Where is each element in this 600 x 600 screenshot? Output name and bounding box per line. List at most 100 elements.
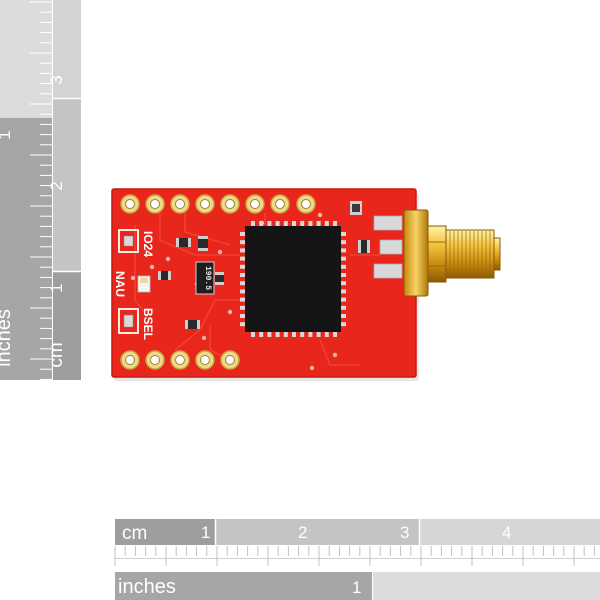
chip-pad: [240, 297, 246, 302]
header-pin-hole: [125, 199, 135, 209]
silk-box-bsel: [118, 308, 139, 334]
sma-threads: [449, 231, 491, 277]
left-ruler: 3 2 1 cm 1 inches: [0, 0, 81, 380]
chip-pad: [251, 221, 255, 227]
chip-pad: [324, 221, 329, 227]
chip-pad: [340, 281, 346, 286]
chip-pad: [333, 331, 337, 337]
chip-pad: [292, 221, 296, 227]
bottom-cm-strip-light: [420, 519, 600, 545]
bottom-inch-strip-dark: [115, 572, 372, 600]
silk-box-io24: [118, 229, 139, 253]
bottom-inch-strip-light: [373, 572, 600, 600]
header-pin-hole: [125, 355, 135, 365]
chip-pad: [283, 331, 288, 337]
left-inch-label: inches: [0, 309, 15, 367]
smd-components: [158, 201, 370, 329]
silk-label-bsel: BSEL: [141, 308, 155, 340]
header-pin-hole: [150, 355, 160, 365]
bottom-cm-strip-dark: [115, 519, 215, 545]
chip-pad: [240, 305, 246, 310]
chip-pad: [240, 322, 246, 327]
chip-pad: [340, 264, 346, 269]
bottom-ruler: cm 1 2 3 4 inches 1: [114, 519, 600, 600]
chip-pad: [292, 331, 296, 337]
chip-pad: [340, 314, 346, 318]
chip-pad: [267, 331, 272, 337]
header-pin-hole: [150, 199, 160, 209]
chip-pad: [340, 240, 346, 245]
bottom-cm-label: cm: [122, 523, 147, 544]
chip-body: [245, 226, 341, 332]
left-cm-number: 1: [47, 283, 66, 292]
chip-pad: [340, 305, 346, 310]
bottom-cm-number: 1: [201, 523, 210, 542]
left-cm-number: 2: [47, 181, 66, 190]
left-inch-strip-dark: [0, 118, 52, 380]
header-pin-hole: [301, 199, 311, 209]
chip-pad: [340, 273, 346, 277]
chip-pad: [340, 289, 346, 294]
left-cm-number: 3: [47, 75, 66, 84]
bottom-ruler-ticks: [114, 546, 600, 566]
bottom-inch-number: 1: [352, 578, 361, 597]
chip-pad: [240, 232, 246, 236]
header-pin-hole: [225, 355, 235, 365]
chip-pad: [240, 240, 246, 245]
bottom-header-pins: [120, 350, 240, 370]
chip-pad: [308, 221, 313, 227]
chip-pad: [240, 248, 246, 253]
header-pin-hole: [200, 199, 210, 209]
resistor: [195, 261, 215, 295]
pcb-traces: [134, 213, 380, 366]
bottom-cm-strip-mid: [216, 519, 419, 545]
chip-pad: [267, 221, 272, 227]
left-cm-strip-dark: [53, 272, 81, 380]
chip-pad: [340, 297, 346, 302]
bottom-cm-number: 4: [502, 523, 511, 542]
chip-pad: [316, 331, 321, 337]
left-cm-label: cm: [46, 342, 67, 367]
chip-pad: [240, 289, 246, 294]
sma-connector: [403, 209, 501, 297]
chip-pad: [240, 256, 246, 261]
left-inch-strip-light: [0, 0, 52, 118]
chip-pad: [259, 221, 264, 227]
chip-pad: [275, 331, 280, 337]
silk-label-nau: NAU: [113, 271, 127, 297]
bottom-cm-number: 3: [400, 523, 409, 542]
chip-pad: [240, 314, 246, 318]
main-chip: [240, 221, 346, 337]
chip-pads: [240, 221, 346, 337]
chip-pad: [240, 264, 246, 269]
bottom-cm-number: 2: [298, 523, 307, 542]
header-pin-hole: [225, 199, 235, 209]
resistor-code: 190.5: [203, 266, 212, 290]
chip-pad: [308, 331, 313, 337]
left-cm-strip-light: [53, 0, 81, 98]
chip-pad: [300, 331, 305, 337]
chip-pad: [240, 273, 246, 277]
header-pin-hole: [175, 355, 185, 365]
left-ruler-ticks: [30, 1, 52, 380]
chip-pad: [300, 221, 305, 227]
chip-pad: [340, 248, 346, 253]
header-pin-hole: [250, 199, 260, 209]
pcb-board: IO24 NAU BSEL 190.5: [111, 188, 419, 381]
chip-pad: [251, 331, 255, 337]
left-inch-number: 1: [0, 130, 14, 139]
chip-pad: [340, 322, 346, 327]
header-pin-hole: [175, 199, 185, 209]
chip-pad: [259, 331, 264, 337]
chip-pad: [333, 221, 337, 227]
chip-pad: [283, 221, 288, 227]
left-cm-strip-mid: [53, 99, 81, 271]
chip-pad: [316, 221, 321, 227]
bottom-inch-label: inches: [118, 576, 176, 598]
chip-pad: [275, 221, 280, 227]
chip-pad: [240, 281, 246, 286]
chip-pad: [340, 256, 346, 261]
header-pin-hole: [200, 355, 210, 365]
top-header-pins: [120, 194, 316, 214]
